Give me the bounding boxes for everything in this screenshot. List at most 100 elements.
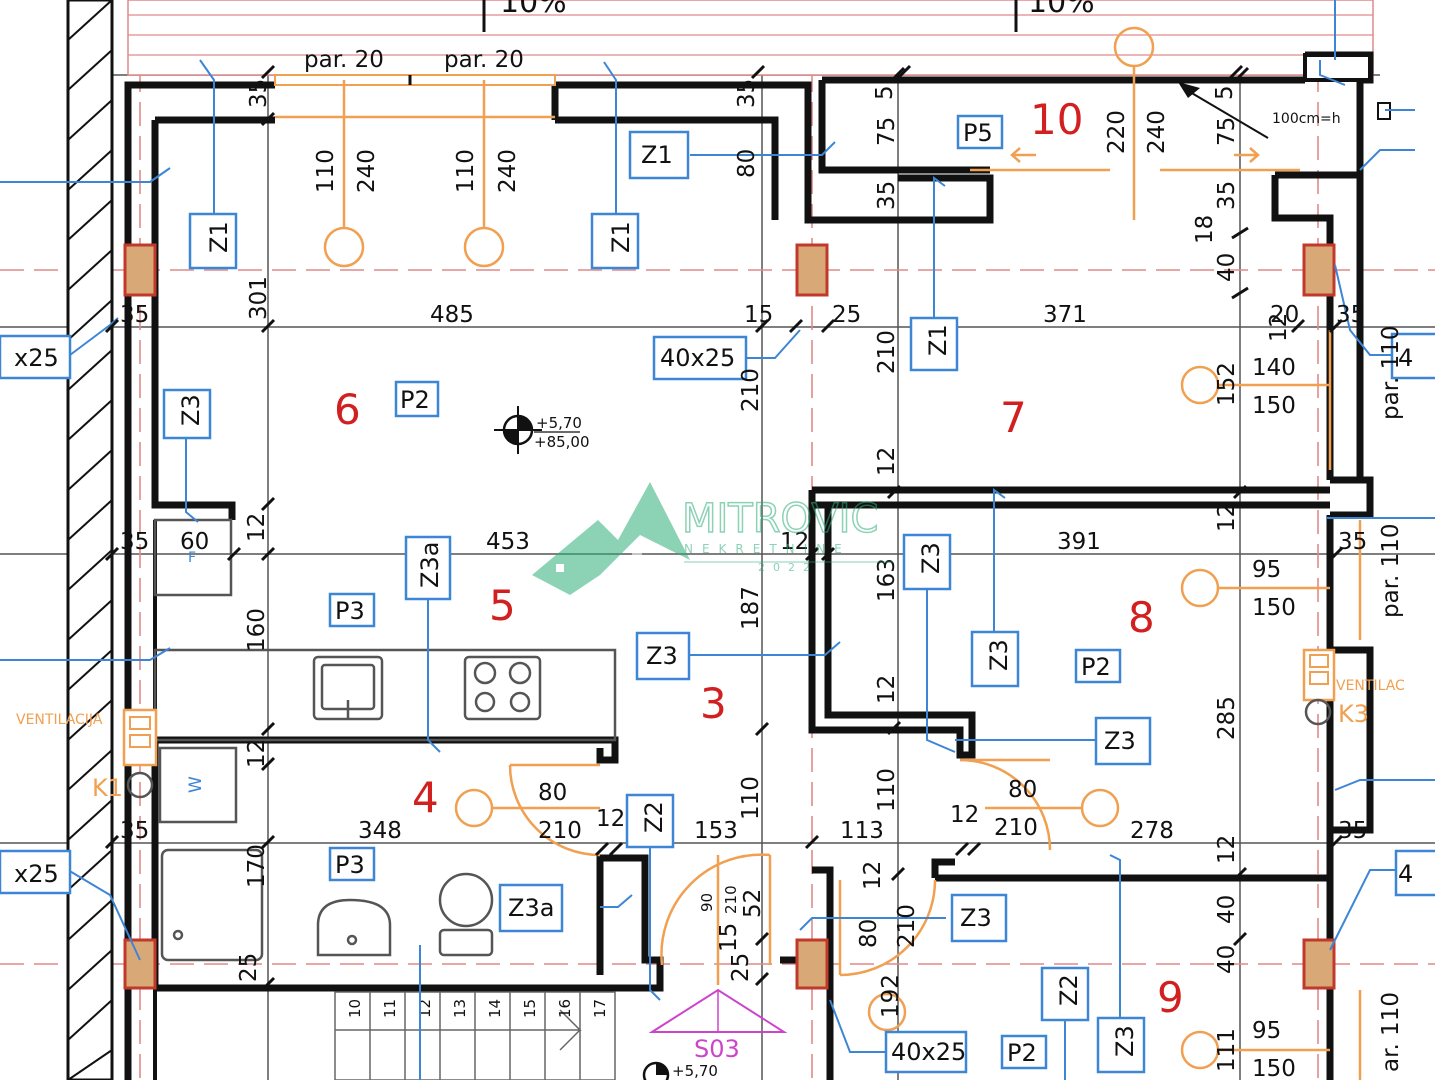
dim-110: 110 xyxy=(313,149,339,193)
dim-80: 80 xyxy=(856,919,882,948)
dim-15: 15 xyxy=(744,302,773,328)
slope-right: 10% xyxy=(1028,0,1095,20)
dim-35: 35 xyxy=(246,79,272,108)
tag-z1: Z1 xyxy=(628,130,690,180)
svg-text:11: 11 xyxy=(381,999,399,1018)
dim-12: 12 xyxy=(874,675,900,704)
dim-220: 220 xyxy=(1104,110,1130,154)
dim-391: 391 xyxy=(1057,529,1101,555)
window-par-110: par. 110 xyxy=(1378,325,1404,420)
dim-150: 150 xyxy=(1252,1056,1296,1080)
svg-text:40x25: 40x25 xyxy=(891,1038,966,1066)
tag-p2: P2 xyxy=(1074,648,1122,684)
svg-text:P2: P2 xyxy=(400,386,430,414)
tag-z3: Z3 xyxy=(902,533,952,591)
svg-text:Z3a: Z3a xyxy=(416,542,444,588)
dim-80: 80 xyxy=(538,780,567,806)
tag-z2: Z2 xyxy=(1040,966,1090,1022)
svg-text:Z3: Z3 xyxy=(1104,727,1136,755)
svg-text:17: 17 xyxy=(591,999,609,1018)
dim-210: 210 xyxy=(874,330,900,374)
svg-text:Z3: Z3 xyxy=(985,639,1013,671)
slope-left: 10% xyxy=(500,0,567,20)
svg-text:Z3: Z3 xyxy=(1111,1025,1139,1057)
dim-95: 95 xyxy=(1252,1018,1281,1044)
dim-25: 25 xyxy=(832,302,861,328)
tag-edge-4: 4 xyxy=(1394,849,1435,897)
dim-35: 35 xyxy=(1214,181,1240,210)
ventilation-shaft-right xyxy=(1302,648,1336,726)
light-point-icon xyxy=(867,992,907,1032)
dim-95: 95 xyxy=(1252,557,1281,583)
tag-edge-4: 4 xyxy=(1390,332,1435,380)
dim-20: 20 xyxy=(1270,302,1299,328)
svg-text:x25: x25 xyxy=(14,860,59,888)
dim-35: 35 xyxy=(120,302,149,328)
dim-12: 12 xyxy=(860,861,886,890)
beam-tags: 40x25 40x25 x25 x25 4 4 xyxy=(0,332,1435,1074)
window-par-110: par. 110 xyxy=(1378,523,1404,618)
watermark-name: MITROVIC xyxy=(682,496,878,542)
k1-label: K1 xyxy=(92,774,123,802)
svg-text:4: 4 xyxy=(1398,860,1413,888)
roof-edge: 10% 10% xyxy=(127,0,1374,76)
dim-113: 113 xyxy=(840,818,884,844)
svg-text:4: 4 xyxy=(1398,344,1413,372)
tag-40x25: 40x25 xyxy=(884,1030,968,1074)
svg-text:Z3: Z3 xyxy=(917,542,945,574)
dim-210: 210 xyxy=(538,818,582,844)
dim-12: 12 xyxy=(780,529,809,555)
tag-p2: P2 xyxy=(1000,1034,1048,1070)
tag-z1: Z1 xyxy=(909,316,959,372)
svg-text:P3: P3 xyxy=(335,851,365,879)
tag-p3: P3 xyxy=(328,592,376,628)
svg-text:x25: x25 xyxy=(14,344,59,372)
dim-210: 210 xyxy=(722,885,740,914)
light-point-icon xyxy=(1180,365,1220,405)
dim-111: 111 xyxy=(1214,1028,1240,1072)
dim-12: 12 xyxy=(596,806,625,832)
svg-text:Z1: Z1 xyxy=(641,141,673,169)
tag-z3a: Z3a xyxy=(498,883,564,933)
watermark-logo: MITROVIC NEKRETNINE 2022 xyxy=(532,482,893,595)
ventilation-label-left: VENTILACIJA xyxy=(16,712,103,728)
dim-110: 110 xyxy=(738,776,764,820)
svg-text:Z1: Z1 xyxy=(205,221,233,253)
ventilation-shaft-left xyxy=(122,708,158,799)
washing-machine-label: W xyxy=(186,776,206,793)
dim-52: 52 xyxy=(740,889,766,918)
staircase xyxy=(334,991,616,1080)
window-head: par. 20 par. 20 xyxy=(274,47,556,119)
dim-35: 35 xyxy=(120,529,149,555)
svg-text:Z3: Z3 xyxy=(177,394,205,426)
svg-text:12: 12 xyxy=(416,999,434,1018)
dim-348: 348 xyxy=(358,818,402,844)
dim-25: 25 xyxy=(728,953,754,982)
svg-text:10: 10 xyxy=(346,999,364,1018)
light-point-icon xyxy=(1180,568,1220,608)
room-6: 6 xyxy=(334,385,361,434)
dim-453: 453 xyxy=(486,529,530,555)
watermark-year: 2022 xyxy=(758,561,818,574)
level-top: +5,70 xyxy=(536,414,582,432)
dim-60: 60 xyxy=(180,529,209,555)
svg-text:16: 16 xyxy=(556,999,574,1018)
installations xyxy=(323,26,1362,1080)
dim-35: 35 xyxy=(1336,302,1365,328)
stair-marker-s03: S03 xyxy=(648,988,788,1063)
svg-text:14: 14 xyxy=(486,999,504,1018)
tag-p3: P3 xyxy=(328,846,376,882)
floor-tags: P2 P3 P3 P5 P2 P2 xyxy=(328,114,1122,1070)
dim-40: 40 xyxy=(1214,895,1240,924)
tag-p2: P2 xyxy=(394,380,440,418)
stair-step-numbers: 10 11 12 13 14 15 16 17 xyxy=(346,999,609,1018)
dim-35: 35 xyxy=(1338,529,1367,555)
tag-z3: Z3 xyxy=(970,630,1020,688)
room-8: 8 xyxy=(1128,593,1155,642)
svg-text:Z2: Z2 xyxy=(1055,974,1083,1006)
tag-z3: Z3 xyxy=(1096,1016,1146,1074)
dimension-ticks xyxy=(104,64,1344,992)
